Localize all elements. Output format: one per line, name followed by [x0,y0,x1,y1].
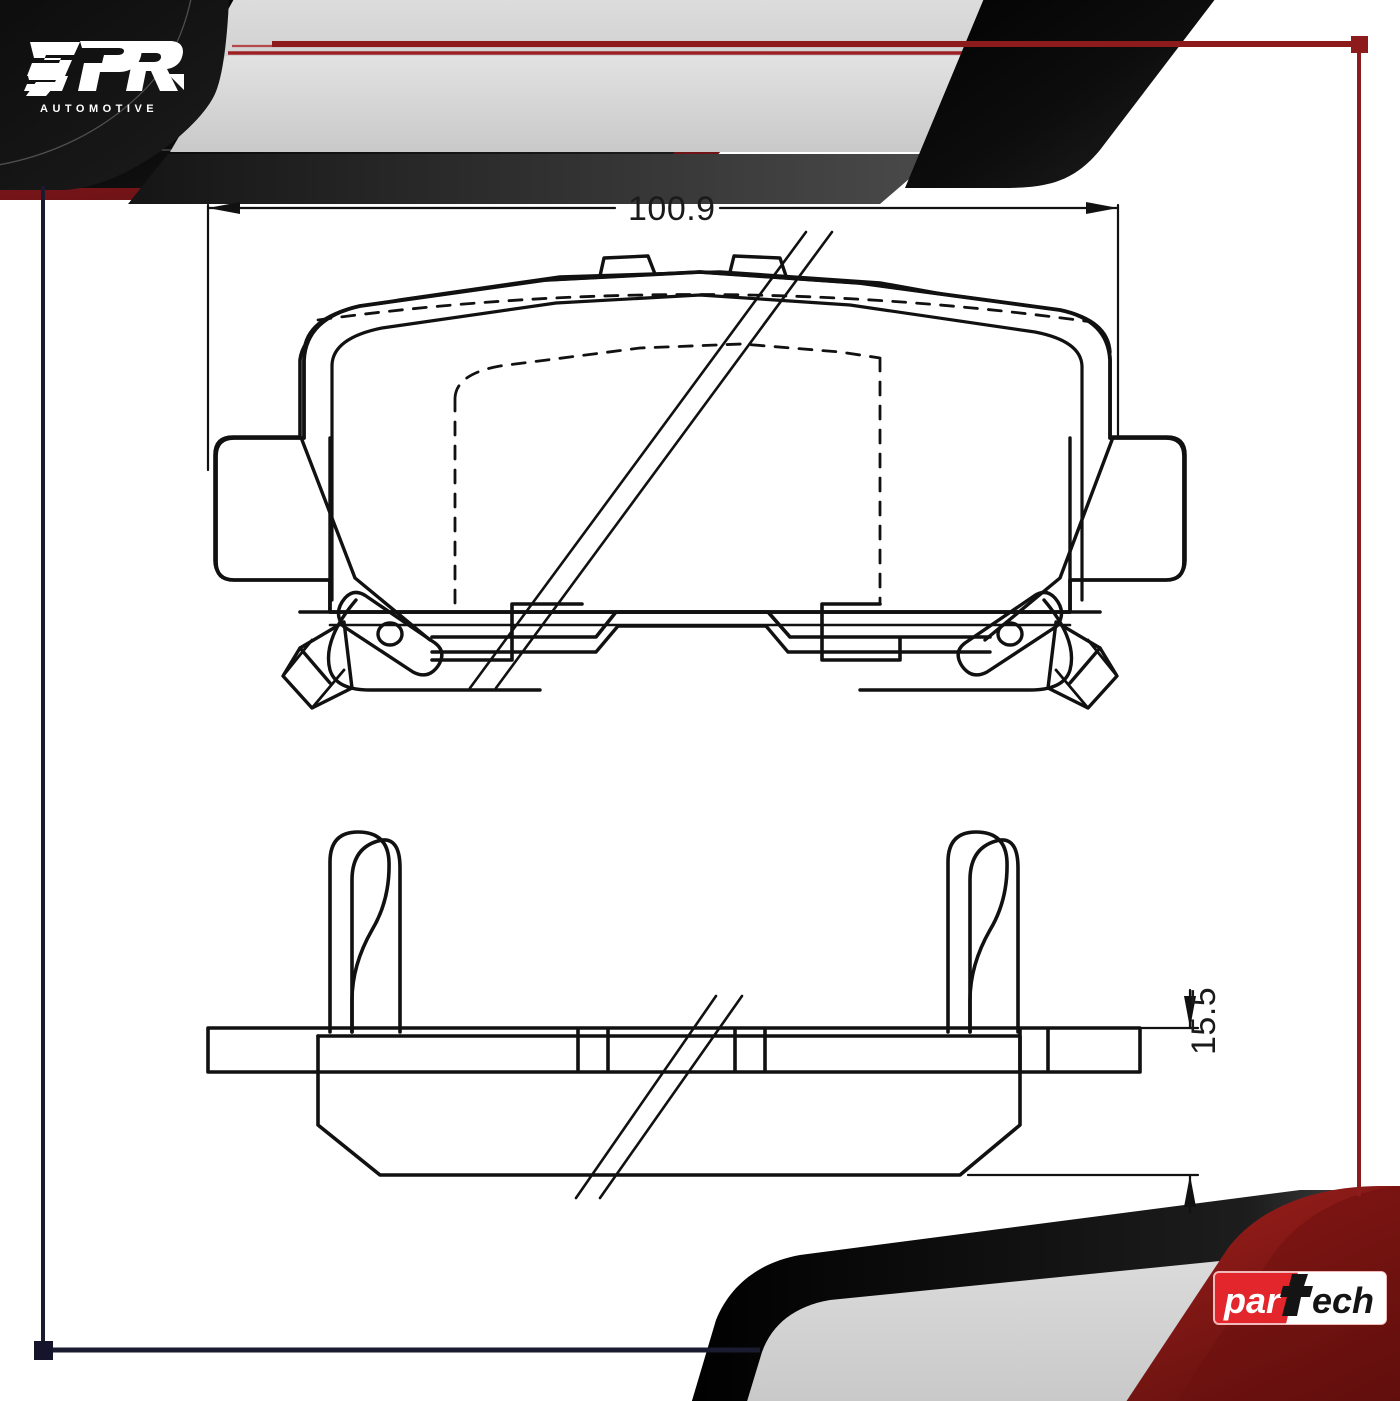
corner-marker-bottom-left [34,1341,53,1360]
spr-automotive-logo: AUTOMOTIVE [24,41,184,115]
width-dimension-label: 100.9 [628,190,716,228]
side-clip-right [946,830,1020,1034]
shim-plate-lower-edge [430,624,992,654]
wear-indicator-clip-right [858,590,1119,710]
width-dimension [206,202,1120,472]
side-clip-left [328,830,402,1034]
thickness-dimension-label: 15.5 [1185,986,1223,1055]
friction-material-outline [330,293,1084,602]
svg-text:ech: ech [1312,1280,1374,1321]
svg-text:par: par [1223,1280,1282,1321]
right-shoulder [983,438,1114,642]
friction-top-dashed-arc [316,293,1094,324]
bottom-rail [328,610,1072,627]
wear-indicator-clip-left [281,590,542,710]
side-view-section-lines [574,994,744,1200]
corner-marker-top-right [1351,36,1368,53]
side-view-friction-body [316,1070,1022,1177]
partech-logo: par ech [1213,1271,1387,1325]
thickness-dimension [966,988,1200,1214]
front-view-outline [214,270,1186,614]
top-locating-tab-left [598,254,657,278]
frame-rules [34,36,1368,1360]
side-view [206,1026,1142,1074]
friction-material-dashed-contour [453,342,882,606]
left-shoulder [300,438,432,642]
top-locating-tab-right [728,254,788,278]
front-view-section-lines [468,230,834,690]
svg-text:AUTOMOTIVE: AUTOMOTIVE [40,103,158,115]
top-chamfer-strip [302,270,1112,354]
